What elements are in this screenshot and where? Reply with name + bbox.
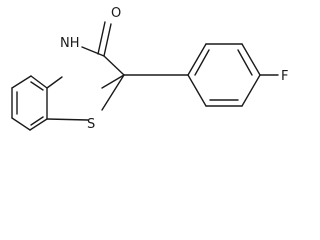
bond-n-c bbox=[81, 46, 105, 57]
carbonyl bbox=[97, 21, 112, 57]
bond bbox=[241, 74, 261, 107]
bond-c-s bbox=[101, 74, 125, 89]
bond bbox=[11, 75, 32, 89]
bond bbox=[241, 43, 261, 76]
bond bbox=[30, 75, 48, 89]
bond bbox=[11, 117, 31, 131]
fluorine-label: F bbox=[281, 69, 288, 84]
bond-s-c bbox=[46, 118, 89, 121]
thiazine-ring bbox=[46, 46, 125, 121]
bond-c-n bbox=[46, 76, 63, 89]
sulfur-label: S bbox=[87, 117, 95, 132]
carbonyl-bond-2 bbox=[97, 21, 106, 55]
benzo-ring bbox=[11, 75, 48, 131]
bond bbox=[187, 74, 207, 107]
molecule-diagram: NH O S F bbox=[11, 6, 288, 132]
oxygen-label: O bbox=[111, 6, 121, 21]
bond bbox=[29, 118, 48, 131]
bond bbox=[187, 43, 207, 76]
fluorophenyl-ring bbox=[187, 43, 261, 107]
double-bond-inner bbox=[237, 49, 253, 76]
structure-svg: NH O S F bbox=[11, 6, 288, 132]
double-bond-inner bbox=[194, 49, 210, 76]
double-bond-inner bbox=[30, 116, 44, 126]
carbonyl-bond bbox=[103, 23, 112, 57]
double-bond-inner bbox=[30, 81, 44, 91]
bond-c-c bbox=[103, 55, 125, 76]
nh-label: NH bbox=[60, 36, 80, 51]
bond-c-s2 bbox=[101, 74, 125, 111]
